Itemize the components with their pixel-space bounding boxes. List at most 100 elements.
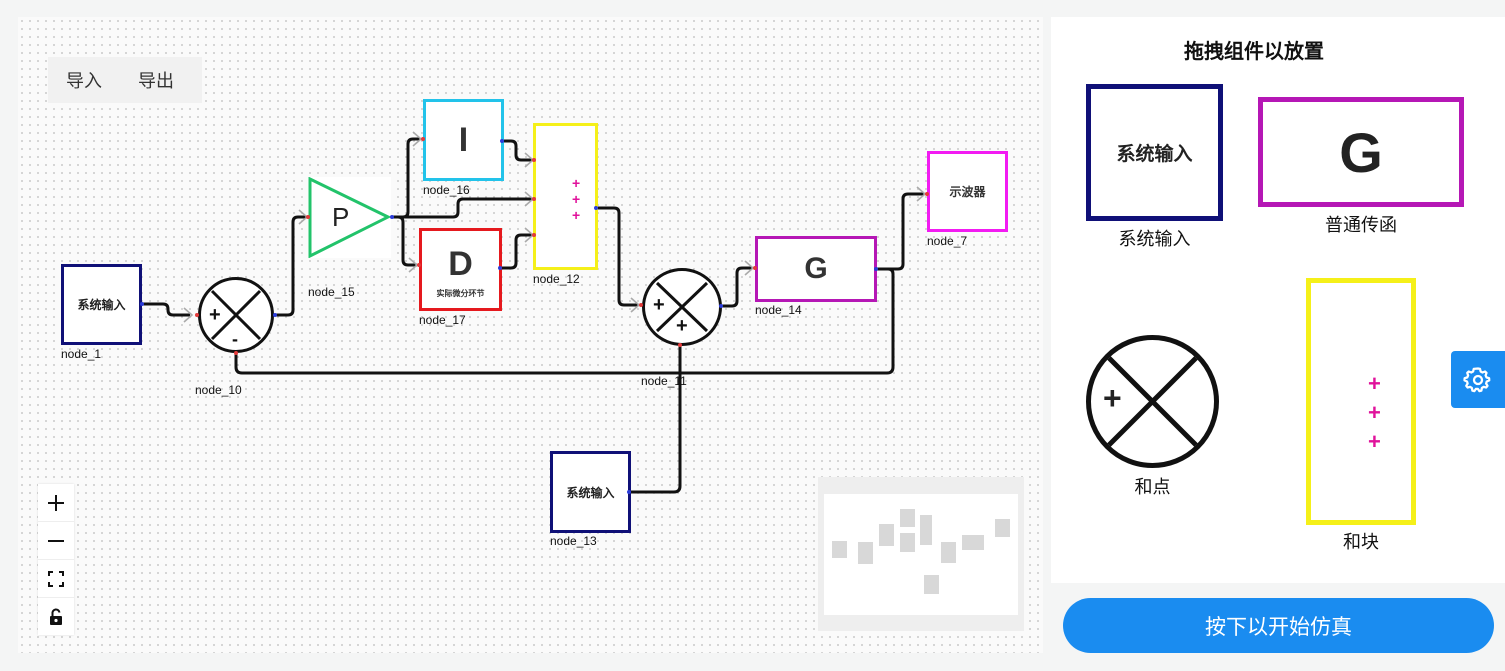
palette-label-sum-block: 和块: [1343, 532, 1379, 552]
palette-label-system-input: 系统输入: [1118, 229, 1191, 249]
node-13-id: node_13: [550, 534, 597, 548]
palette-item-sum-block-sign: +: [1368, 371, 1381, 396]
palette-item-sum-block-sign: +: [1368, 400, 1381, 425]
edge-node15-node16: [392, 137, 420, 219]
palette-label-transfer-function: 普通传函: [1325, 215, 1397, 235]
node-12-sum-block[interactable]: + + +: [533, 123, 598, 270]
cross-icon: [655, 281, 709, 333]
port-in[interactable]: [532, 233, 536, 237]
cross-icon: [210, 289, 262, 341]
palette-item-sum-block[interactable]: + + +: [1306, 278, 1416, 525]
palette-item-transfer-function-text: G: [1339, 120, 1383, 184]
port-in[interactable]: [421, 137, 425, 141]
triangle-shape: [308, 177, 391, 258]
port-out[interactable]: [719, 304, 723, 308]
node-1-id: node_1: [61, 347, 102, 361]
node-7-text: 示波器: [949, 185, 986, 199]
canvas-toolbar: 导入 导出: [48, 57, 202, 103]
edge-node15-node12: [392, 197, 532, 219]
edge-node15-node17: [392, 215, 417, 267]
node-16-text: I: [458, 120, 469, 159]
port-out[interactable]: [273, 313, 277, 317]
node-1-text: 系统输入: [77, 298, 126, 312]
port-in[interactable]: [306, 215, 310, 219]
node-15-id: node_15: [308, 285, 355, 299]
palette-item-sum-point-sign: +: [1103, 380, 1122, 416]
port-in[interactable]: [417, 263, 421, 267]
port-out[interactable]: [874, 267, 878, 271]
palette-item-transfer-function[interactable]: G: [1258, 97, 1464, 207]
edge-node13-node11: [629, 345, 682, 494]
port-out[interactable]: [498, 266, 502, 270]
edge-node16-node12: [502, 139, 532, 162]
palette-title: 拖拽组件以放置: [1184, 41, 1324, 63]
edges-layer: [142, 131, 927, 494]
fit-view-icon: [48, 570, 64, 587]
node-15-text: P: [332, 202, 350, 232]
node-11-sign-bottom: +: [676, 315, 688, 337]
node-7-oscilloscope[interactable]: 示波器: [927, 151, 1008, 232]
node-10-sign-left: +: [209, 304, 221, 326]
port-in[interactable]: [234, 351, 238, 355]
start-simulation-button[interactable]: 按下以开始仿真: [1063, 598, 1494, 653]
node-12-sign: +: [572, 207, 581, 223]
edge-node14-node7: [876, 192, 924, 271]
zoom-out-button[interactable]: [38, 522, 74, 560]
node-14-text: G: [804, 252, 828, 285]
node-17-derivative[interactable]: D 实际微分环节: [419, 228, 502, 311]
node-16-integrator[interactable]: I: [423, 99, 504, 181]
port-in[interactable]: [678, 343, 682, 347]
node-16-id: node_16: [423, 183, 470, 197]
palette-label-sum-point: 和点: [1134, 477, 1171, 497]
edge-node11-node14: [722, 266, 752, 308]
zoom-controls: [38, 484, 74, 635]
palette-item-sum-block-sign: +: [1368, 429, 1381, 454]
palette-item-sum-point[interactable]: +: [1086, 335, 1219, 468]
edge-node12-node11: [596, 206, 638, 307]
footer-area: 按下以开始仿真: [1051, 583, 1505, 671]
port-out[interactable]: [140, 302, 144, 306]
settings-button[interactable]: [1451, 351, 1505, 408]
node-11-id: node_11: [641, 374, 687, 388]
port-in[interactable]: [753, 266, 757, 270]
node-12-sign: +: [572, 191, 581, 207]
port-out[interactable]: [390, 215, 394, 219]
node-7-id: node_7: [927, 234, 968, 248]
palette-item-system-input[interactable]: 系统输入: [1086, 84, 1223, 221]
minimap[interactable]: [818, 477, 1024, 631]
node-12-id: node_12: [533, 272, 580, 286]
node-15-p-gain[interactable]: P: [308, 177, 391, 258]
gear-icon: [1463, 366, 1491, 392]
node-10-sum-point[interactable]: + -: [198, 277, 274, 353]
port-in[interactable]: [639, 303, 643, 307]
node-13-system-input[interactable]: 系统输入: [550, 451, 631, 533]
export-button[interactable]: 导出: [138, 71, 174, 91]
flow-canvas[interactable]: 导入 导出 系统输入 node_1 + - node_10 P node_15 …: [18, 17, 1043, 653]
lock-icon: [50, 608, 62, 625]
port-in[interactable]: [925, 192, 929, 196]
edge-node10-node15: [276, 215, 306, 317]
port-in[interactable]: [532, 158, 536, 162]
node-17-id: node_17: [419, 313, 466, 327]
plus-icon: [48, 494, 64, 511]
node-17-subtext: 实际微分环节: [436, 289, 485, 298]
port-out[interactable]: [627, 490, 631, 494]
port-in[interactable]: [532, 197, 536, 201]
import-button[interactable]: 导入: [66, 71, 102, 91]
node-10-sign-bottom: -: [232, 329, 238, 349]
node-1-system-input[interactable]: 系统输入: [61, 264, 142, 345]
port-out[interactable]: [594, 206, 598, 210]
fit-view-button[interactable]: [38, 560, 74, 598]
port-in[interactable]: [195, 313, 199, 317]
cross-icon: [1107, 356, 1198, 447]
node-11-sum-point[interactable]: + +: [642, 268, 722, 346]
edge-node14-node10-feedback: [234, 267, 895, 375]
zoom-in-button[interactable]: [38, 484, 74, 522]
minus-icon: [48, 539, 64, 542]
port-out[interactable]: [500, 139, 504, 143]
node-17-text: D: [448, 245, 473, 283]
node-14-transfer-function[interactable]: G: [755, 236, 877, 302]
node-13-text: 系统输入: [566, 485, 615, 500]
node-11-sign-left: +: [653, 294, 665, 316]
lock-button[interactable]: [38, 598, 74, 635]
